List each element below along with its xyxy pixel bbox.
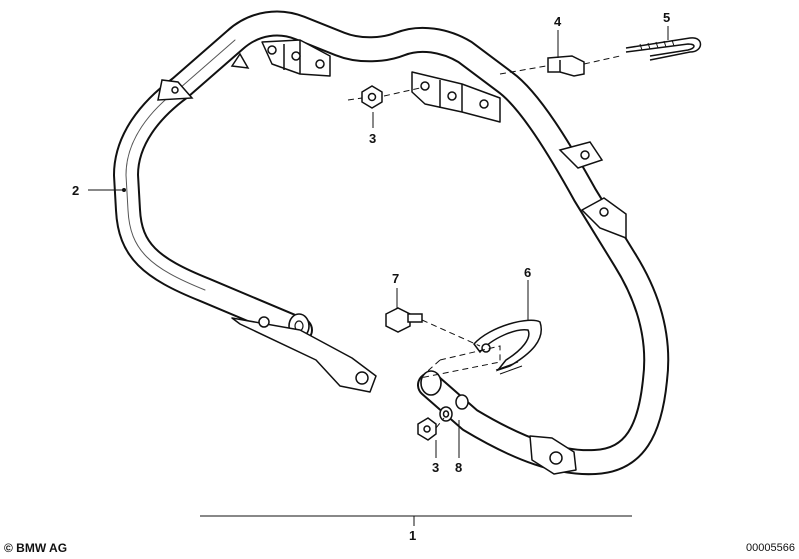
callout-1: 1 [409, 528, 416, 543]
leader-lines [88, 26, 669, 526]
assembly-lines [347, 55, 621, 429]
callout-5: 5 [663, 10, 670, 25]
nut-part-3-top [361, 85, 383, 109]
clamp-part-4 [547, 55, 585, 77]
bolt-part-7 [385, 307, 423, 333]
nut-part-3-bottom [417, 417, 437, 441]
callout-3-bottom: 3 [432, 460, 439, 475]
crash-bar-frame [113, 10, 670, 476]
callout-8: 8 [455, 460, 462, 475]
copyright-label: © BMW AG [4, 541, 68, 555]
callout-2: 2 [72, 183, 79, 198]
right-tab-brackets [558, 141, 627, 240]
upper-right-bracket [411, 71, 501, 123]
callout-6: 6 [524, 265, 531, 280]
washer-part-8 [439, 406, 453, 422]
document-number: 00005566 [746, 542, 795, 554]
upper-left-bracket [261, 39, 331, 77]
washer-on-bar [455, 394, 469, 410]
callout-3-top: 3 [369, 131, 376, 146]
u-bolt-part-5 [625, 37, 702, 61]
callout-7: 7 [392, 271, 399, 286]
left-tab-bracket [157, 52, 250, 101]
strap-clamp-part-6 [473, 319, 543, 375]
lower-left-mount [231, 316, 377, 393]
callout-4: 4 [554, 14, 562, 29]
lower-right-mount [529, 435, 577, 475]
